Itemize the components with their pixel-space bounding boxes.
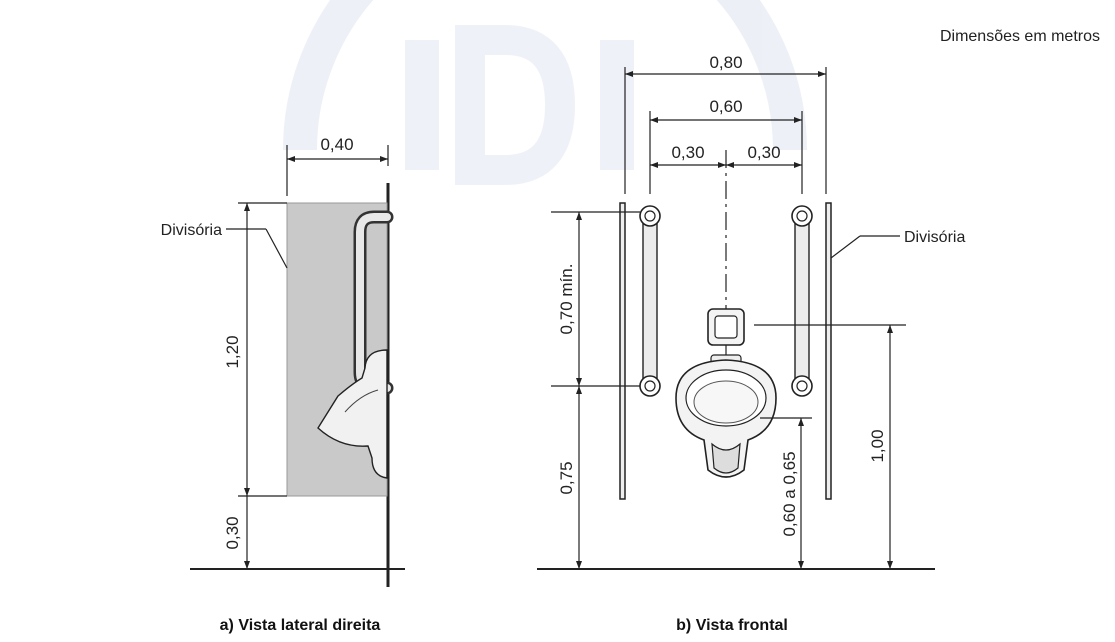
front-half-left-dim: 0,30	[671, 143, 704, 162]
side-height-dim: 1,20	[223, 335, 242, 368]
side-view-caption: a) Vista lateral direita	[220, 617, 381, 634]
front-half-right-dim: 0,30	[747, 143, 780, 162]
watermark-logo	[283, 0, 807, 185]
side-floor-gap-dim: 0,30	[223, 516, 242, 549]
left-partition	[619, 202, 626, 500]
front-view	[537, 67, 935, 570]
right-grab-bar	[794, 209, 810, 393]
front-rim-height-dim: 0,60 a 0,65	[780, 451, 799, 536]
front-view-caption: b) Vista frontal	[676, 617, 788, 634]
units-note: Dimensões em metros	[940, 28, 1100, 45]
front-bar-length-dim: 0,70 mín.	[557, 264, 576, 335]
right-partition	[825, 202, 832, 500]
left-grab-bar	[642, 209, 658, 393]
front-bar-spacing-dim: 0,60	[709, 97, 742, 116]
front-partition-label: Divisória	[904, 229, 965, 246]
front-bar-bottom-dim: 0,75	[557, 461, 576, 494]
side-urinal	[317, 349, 388, 479]
side-depth-dim: 0,40	[320, 135, 353, 154]
side-view	[190, 145, 405, 587]
urinal-front	[675, 354, 777, 478]
front-total-width-dim: 0,80	[709, 53, 742, 72]
side-partition-label: Divisória	[161, 222, 222, 239]
front-flush-height-dim: 1,00	[868, 429, 887, 462]
